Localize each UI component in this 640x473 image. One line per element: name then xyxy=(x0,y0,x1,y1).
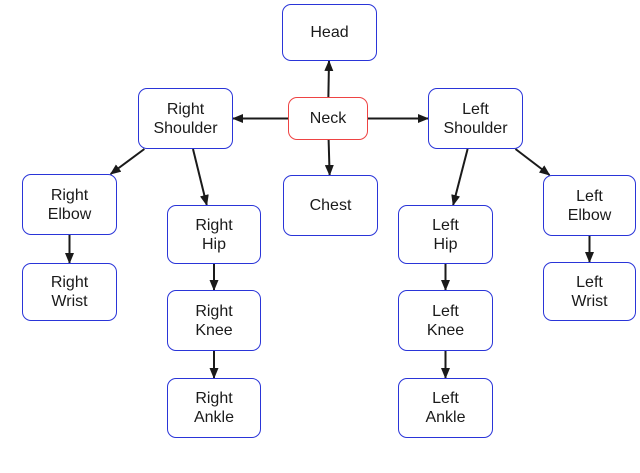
edge-right-shoulder-to-right-hip xyxy=(192,148,209,206)
edge-neck-to-chest xyxy=(324,139,334,176)
node-left-hip: Left Hip xyxy=(398,205,493,264)
node-left-wrist: Left Wrist xyxy=(543,262,636,321)
node-left-knee: Left Knee xyxy=(398,290,493,351)
node-left-shoulder: Left Shoulder xyxy=(428,88,523,149)
edge-right-shoulder-to-right-elbow xyxy=(109,148,145,175)
edge-left-shoulder-to-left-hip xyxy=(451,148,469,206)
node-right-shoulder: Right Shoulder xyxy=(138,88,233,149)
node-right-elbow: Right Elbow xyxy=(22,174,117,235)
node-right-knee: Right Knee xyxy=(167,290,261,351)
node-neck: Neck xyxy=(288,97,368,140)
node-head: Head xyxy=(282,4,377,61)
edge-neck-to-head xyxy=(324,60,334,98)
edge-left-shoulder-to-left-elbow xyxy=(514,148,551,176)
node-left-ankle: Left Ankle xyxy=(398,378,493,438)
node-right-ankle: Right Ankle xyxy=(167,378,261,438)
node-right-hip: Right Hip xyxy=(167,205,261,264)
node-right-wrist: Right Wrist xyxy=(22,263,117,321)
node-left-elbow: Left Elbow xyxy=(543,175,636,236)
node-chest: Chest xyxy=(283,175,378,236)
